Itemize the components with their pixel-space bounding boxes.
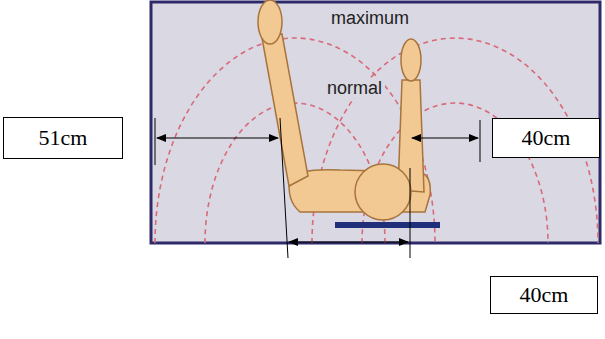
reach-zone-label: normal [324, 78, 385, 98]
dimension-value: 40cm [520, 282, 569, 308]
reach-arcs [155, 38, 598, 243]
dimension-box: 40cm [490, 276, 598, 314]
reach-zone-label: maximum [328, 8, 412, 28]
dimension-box: 40cm [492, 118, 600, 158]
table-top [151, 2, 600, 243]
dimension-value: 40cm [522, 125, 571, 151]
dimension-box: 51cm [3, 117, 123, 159]
person-figure [258, 0, 440, 228]
dimension-value: 51cm [39, 125, 88, 151]
dimension-arrows [157, 138, 478, 242]
extension-lines [155, 118, 480, 258]
